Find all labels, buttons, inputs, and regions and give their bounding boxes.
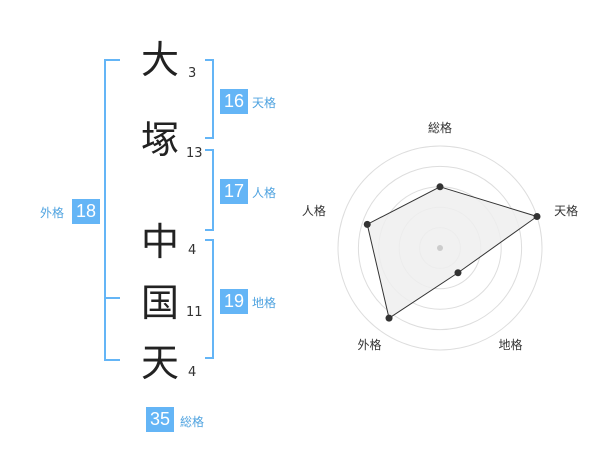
radar-point xyxy=(363,220,371,228)
name-char-1: 大 xyxy=(140,38,179,82)
chikaku-value: 19 xyxy=(220,289,249,314)
radar-ring xyxy=(357,165,523,331)
tenkaku-value: 16 xyxy=(220,89,249,114)
soukaku-label: 総格 xyxy=(180,415,205,429)
strokes-char-2: 13 xyxy=(186,146,203,161)
gaikaku-bracket xyxy=(104,59,120,361)
gaikaku-value: 18 xyxy=(72,199,101,224)
strokes-char-5: 4 xyxy=(188,365,197,380)
radar-ring xyxy=(337,145,543,351)
tenkaku-bracket xyxy=(205,59,214,139)
soukaku-value: 35 xyxy=(146,407,175,432)
radar-axis-label-gaikaku: 外格 xyxy=(357,337,381,352)
radar-point xyxy=(533,212,541,220)
jinkaku-bracket xyxy=(205,149,214,231)
radar-point xyxy=(385,314,393,322)
jinkaku-label: 人格 xyxy=(252,186,277,200)
name-char-5: 天 xyxy=(140,341,179,385)
jinkaku-value: 17 xyxy=(220,179,249,204)
chikaku-bracket xyxy=(205,239,214,359)
strokes-char-3: 4 xyxy=(188,243,197,258)
name-char-3: 中 xyxy=(140,220,179,264)
radar-center-dot xyxy=(437,245,443,251)
radar-axis-label-tenkaku: 天格 xyxy=(554,203,578,218)
radar-point xyxy=(436,183,444,191)
radar-point xyxy=(454,269,462,277)
radar-points xyxy=(363,183,541,322)
radar-axis-label-jinkaku: 人格 xyxy=(302,203,326,218)
chikaku-label: 地格 xyxy=(252,296,277,310)
name-char-4: 国 xyxy=(140,281,179,325)
strokes-char-1: 3 xyxy=(188,66,197,81)
radar-axis-label-chikaku: 地格 xyxy=(499,337,523,352)
tenkaku-label: 天格 xyxy=(252,96,277,110)
radar-area xyxy=(366,186,539,319)
radar-axis-label-soukaku: 総格 xyxy=(428,120,452,135)
gaikaku-label: 外格 xyxy=(40,206,65,220)
strokes-char-4: 11 xyxy=(186,305,203,320)
name-char-2: 塚 xyxy=(140,118,179,162)
